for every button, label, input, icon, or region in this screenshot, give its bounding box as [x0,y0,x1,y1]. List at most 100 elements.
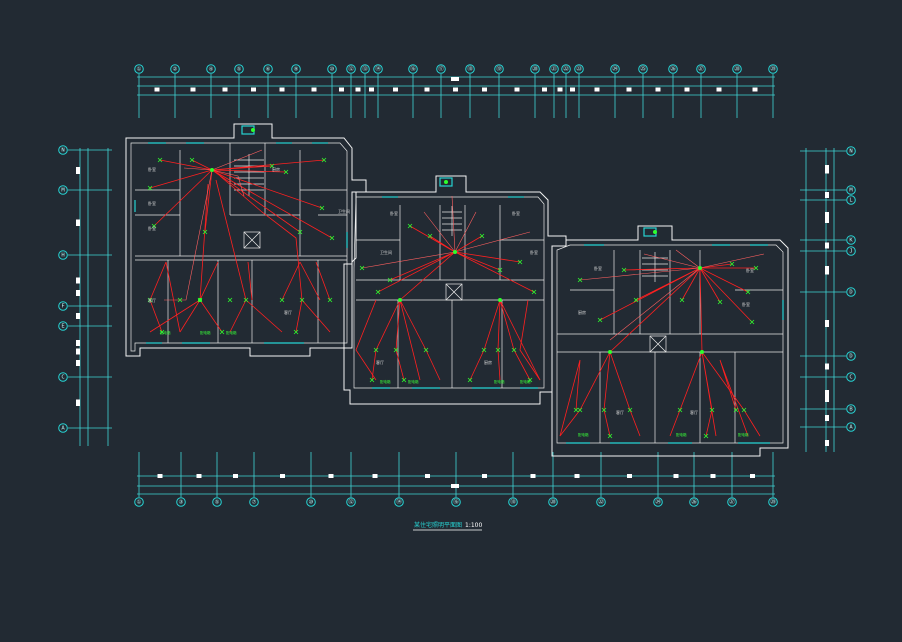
junction-box-icon [251,128,255,132]
room-label: 卧室 [148,166,156,172]
top-dimension-ticks [138,74,774,118]
panel-label: 配电箱 [494,379,505,384]
axis-label: ⑩ [309,498,314,505]
light-fixture-icon [319,205,325,211]
drawing-scale: 1:100 [465,522,482,529]
junction-box-icon [210,168,214,172]
axis-label: M [849,187,853,193]
light-fixture-icon [627,407,633,413]
axis-label: ⑬ [362,64,368,72]
panel-label: 配电箱 [408,379,419,384]
light-fixture-icon [159,329,165,335]
light-fixture-icon [495,347,501,353]
panel-label: 配电箱 [578,432,589,437]
light-fixture-icon [597,317,603,323]
bottom-axis-bubble: ⑳ [548,497,558,507]
axis-label: H [61,252,64,258]
axis-label: A [61,425,65,431]
right-axis-bubble: L [846,195,856,205]
axis-label: ⑫ [348,497,354,505]
axis-label: ⑱ [467,64,473,72]
room-labels: 卧室 卧室 卧室 厨房 卫生间 客厅 客厅 卧室 客厅 卧室 卧室 卫生间 厨房… [148,166,754,415]
left-axis-bubble: M [58,185,68,195]
lighting-fixtures [147,128,759,439]
light-fixture-icon [151,223,157,229]
light-fixture-icon [733,407,739,413]
light-fixture-icon [577,407,583,413]
top-axis-bubble: ㉘ [732,64,742,74]
light-fixture-icon [202,229,208,235]
light-fixture-icon [387,277,393,283]
top-axis-bubble: ⑬ [360,64,370,74]
light-fixture-icon [423,347,429,353]
axis-label: ⑭ [396,497,402,505]
light-fixture-icon [703,433,709,439]
light-fixture-icon [407,223,413,229]
light-fixture-icon [749,319,755,325]
bottom-axis-bubble: ⑩ [306,497,316,507]
drawing-title-block: 某住宅照明平面图 1:100 [413,521,482,531]
left-axis-bubble: N [58,145,68,155]
room-label: 卫生间 [380,249,392,255]
light-fixture-icon [621,267,627,273]
light-fixture-icon [401,377,407,383]
light-fixture-icon [321,157,327,163]
top-axis-bubble: ⑨ [291,64,301,74]
bottom-axis-bubble: ① [134,497,144,507]
right-axis-bubble: C [846,372,856,382]
drawing-title: 某住宅照明平面图 [414,521,462,529]
axis-label: ㉖ [691,497,697,505]
light-fixture-icon [745,289,751,295]
room-label: 客厅 [616,409,624,415]
axis-label: ② [173,65,178,72]
axis-label: ㉙ [770,497,776,505]
light-fixture-icon [497,267,503,273]
axis-label: C [849,374,852,380]
axis-label: B [849,406,853,412]
top-axis-bubble: ㉕ [638,64,648,74]
axis-label: ㉖ [670,64,676,72]
bottom-axis-bubble: ⑦ [249,497,259,507]
room-label: 客厅 [148,297,156,303]
axis-label: ㉓ [576,64,582,72]
light-fixture-icon [531,289,537,295]
axis-label: ⑫ [348,64,354,72]
light-fixture-icon [147,185,153,191]
left-axis-bubble: E [58,321,68,331]
axis-label: ㉒ [598,497,604,505]
light-fixture-icon [709,407,715,413]
top-axis-bubble: ⑱ [465,64,475,74]
right-axis-bubble: D [846,351,856,361]
light-fixture-icon [633,297,639,303]
room-label: 厨房 [272,166,280,172]
right-dimension-ticks [800,150,846,446]
panel-label: 配电箱 [200,330,211,335]
light-fixture-icon [283,169,289,175]
top-axis-bubble: ⑳ [530,64,540,74]
bottom-axis-bubble: ㉙ [768,497,778,507]
bottom-axis-bubble: ③ [176,497,186,507]
room-label: 厨房 [484,359,492,365]
light-fixture-icon [189,157,195,163]
axis-label: ⑱ [510,497,516,505]
axis-label: ㉔ [612,64,618,72]
bottom-axis-bubble: ⑯ [451,497,461,507]
left-dimension-lines [79,148,109,446]
top-axis-bubble: ㉑ [549,64,559,74]
light-fixture-icon [219,329,225,335]
axis-label: ㉑ [551,64,557,72]
right-axis-bubble: N [846,146,856,156]
light-fixture-icon [601,407,607,413]
top-axis-bubble: ⑥ [263,64,273,74]
axis-label: L [849,197,853,203]
panel-label: 配电箱 [160,330,171,335]
axis-label: ⑰ [438,64,444,72]
light-fixture-icon [577,277,583,283]
axis-label: ③ [179,498,184,505]
light-fixture-icon [327,297,333,303]
light-fixture-icon [467,377,473,383]
left-axis-bubble: F [58,301,68,311]
